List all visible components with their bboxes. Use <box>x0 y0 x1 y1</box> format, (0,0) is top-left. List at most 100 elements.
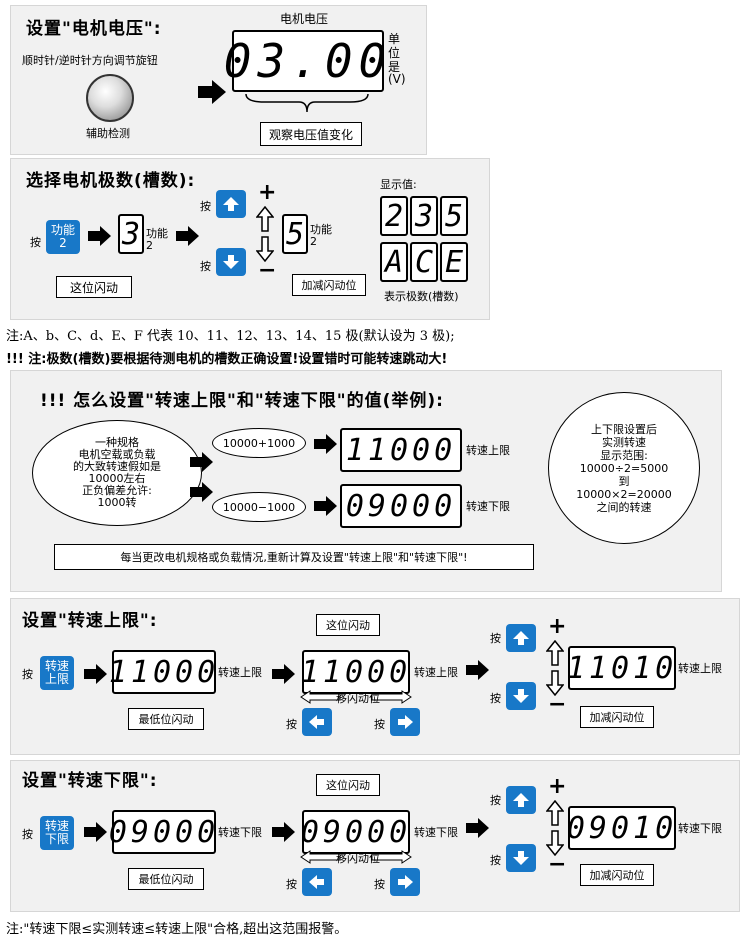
right-arrow-icon <box>466 660 489 680</box>
press-down-label: 按 <box>200 260 211 273</box>
down-arrow-icon <box>513 851 529 865</box>
down-outline-arrow-icon <box>256 236 274 262</box>
adjust-note: 加减闪动位 <box>292 274 366 296</box>
down-button[interactable] <box>506 682 536 710</box>
right-arrow-icon <box>88 226 111 246</box>
right-button[interactable] <box>390 868 420 896</box>
right-arrow-icon <box>398 875 413 889</box>
function-2-button[interactable]: 功能 2 <box>46 220 80 254</box>
lower-limit-button-label: 转速 下限 <box>44 819 69 846</box>
plus-sign: + <box>258 180 277 205</box>
right-arrow-icon <box>198 80 226 104</box>
upper-limit-label: 转速上限 <box>466 444 510 457</box>
brace-icon <box>245 93 369 113</box>
function-2-label: 功能 2 <box>50 223 75 250</box>
left-button[interactable] <box>302 868 332 896</box>
left-button[interactable] <box>302 708 332 736</box>
up-button[interactable] <box>506 786 536 814</box>
flash-note: 这位闪动 <box>56 276 132 298</box>
digit-display-3: 3 <box>410 196 438 236</box>
up-arrow-icon <box>223 197 239 211</box>
digit-display-c: C <box>410 242 438 282</box>
plus-expression: 10000+1000 <box>212 428 306 458</box>
move-arrows-icon <box>300 850 412 864</box>
right-arrow-icon <box>84 822 107 842</box>
press-label: 按 <box>22 828 33 841</box>
press-up-label: 按 <box>490 794 501 807</box>
move-flash-label: 移闪动位 <box>336 852 380 865</box>
this-digit-flash-note: 这位闪动 <box>316 614 380 636</box>
right-button[interactable] <box>390 708 420 736</box>
right-arrow-icon <box>176 226 199 246</box>
range-bubble: 上下限设置后 实测转速 显示范围: 10000÷2=5000 到 10000×2… <box>548 392 700 544</box>
minus-sign: − <box>548 692 567 717</box>
upper-limit-title: 设置"转速上限": <box>22 611 158 631</box>
right-arrow-icon <box>466 818 489 838</box>
show-value-label: 显示值: <box>380 178 417 191</box>
upper-display-2: 11000 <box>301 650 410 694</box>
up-button[interactable] <box>216 190 246 218</box>
knob-label: 辅助检测 <box>86 127 130 140</box>
pole-title: 选择电机极数(槽数): <box>26 171 196 191</box>
upper-limit-button[interactable]: 转速 上限 <box>40 656 74 690</box>
lower-limit-title: 设置"转速下限": <box>22 771 158 791</box>
press-down-label: 按 <box>490 692 501 705</box>
lowest-flash-note: 最低位闪动 <box>128 708 204 730</box>
lower-limit-button[interactable]: 转速 下限 <box>40 816 74 850</box>
digit-display-a: A <box>380 242 408 282</box>
down-button[interactable] <box>506 844 536 872</box>
right-arrow-icon <box>272 664 295 684</box>
press-right-label: 按 <box>374 878 385 891</box>
note-pole-codes: 注:A、b、C、d、E、F 代表 10、11、12、13、14、15 极(默认设… <box>6 329 455 344</box>
knob-icon[interactable] <box>86 74 134 122</box>
minus-sign: − <box>258 258 277 283</box>
right-arrow-icon <box>190 452 213 472</box>
adjust-flash-note: 加减闪动位 <box>580 864 654 886</box>
press-left-label: 按 <box>286 718 297 731</box>
observe-note: 观察电压值变化 <box>260 122 362 146</box>
pole-digit-display: 3 <box>118 214 144 254</box>
upper-label-3: 转速上限 <box>678 662 722 675</box>
note-pole-warning: !!! 注:极数(槽数)要根据待测电机的槽数正确设置!设置错时可能转速跳动大! <box>6 352 448 367</box>
move-flash-label: 移闪动位 <box>336 692 380 705</box>
function-2-text: 功能 2 <box>146 227 168 252</box>
upper-label-1: 转速上限 <box>218 666 262 679</box>
right-arrow-icon <box>314 434 337 454</box>
left-arrow-icon <box>309 715 324 729</box>
lower-label-2: 转速下限 <box>414 826 458 839</box>
press-label: 按 <box>30 236 41 249</box>
speed-example-title: !!! 怎么设置"转速上限"和"转速下限"的值(举例): <box>40 391 444 411</box>
lower-display-1: 09000 <box>109 810 216 854</box>
upper-limit-display: 11000 <box>340 428 462 472</box>
lower-display-3: 09010 <box>567 806 676 850</box>
lower-display-2: 09000 <box>301 810 410 854</box>
note-limit-range: 注:"转速下限≤实测转速≤转速上限"合格,超出这范围报警。 <box>6 922 348 937</box>
up-button[interactable] <box>506 624 536 652</box>
down-arrow-icon <box>223 255 239 269</box>
down-arrow-icon <box>513 689 529 703</box>
right-arrow-icon <box>314 496 337 516</box>
unit-line-2: 位 <box>388 46 401 60</box>
adjust-flash-note: 加减闪动位 <box>580 706 654 728</box>
down-outline-arrow-icon <box>546 830 564 856</box>
voltage-display: 03.00 <box>224 30 386 92</box>
press-left-label: 按 <box>286 878 297 891</box>
upper-limit-button-label: 转速 上限 <box>44 659 69 686</box>
press-label: 按 <box>22 668 33 681</box>
spec-bubble-text: 一种规格 电机空载或负载 的大致转速假如是 10000左右 正负偏差允许: 10… <box>73 436 161 509</box>
right-arrow-icon <box>190 482 213 502</box>
press-up-label: 按 <box>490 632 501 645</box>
spec-bubble: 一种规格 电机空载或负载 的大致转速假如是 10000左右 正负偏差允许: 10… <box>32 420 202 526</box>
press-right-label: 按 <box>374 718 385 731</box>
function-2-text-2: 功能 2 <box>310 223 332 248</box>
right-arrow-icon <box>272 822 295 842</box>
lowest-flash-note: 最低位闪动 <box>128 868 204 890</box>
rotate-instruction: 顺时针/逆时针方向调节旋钮 <box>22 54 158 67</box>
down-outline-arrow-icon <box>546 670 564 696</box>
minus-sign: − <box>548 852 567 877</box>
plus-sign: + <box>548 614 567 639</box>
down-button[interactable] <box>216 248 246 276</box>
pole-count-label: 表示极数(槽数) <box>384 290 459 303</box>
lower-label-3: 转速下限 <box>678 822 722 835</box>
press-down-label: 按 <box>490 854 501 867</box>
